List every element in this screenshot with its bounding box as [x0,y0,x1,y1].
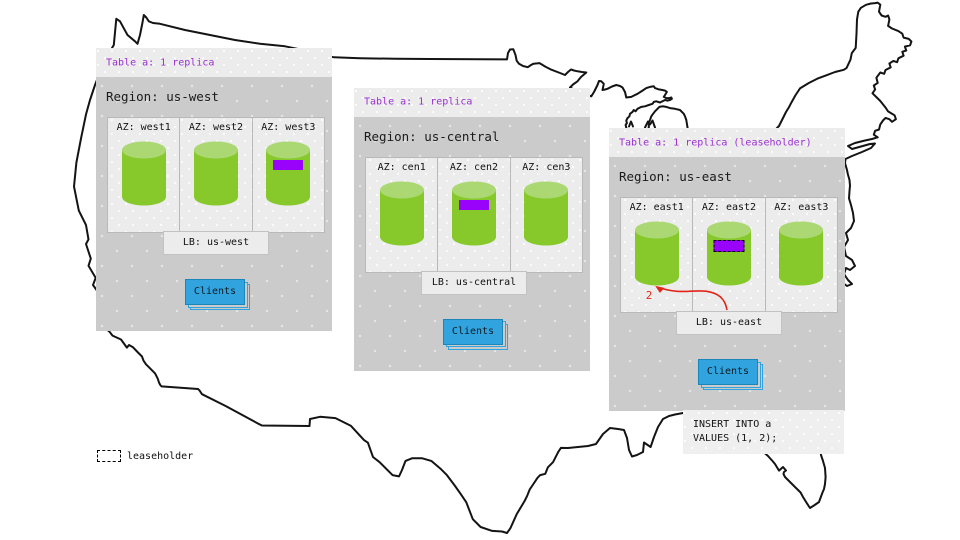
load-balancer-us-west: LB: us-west [163,231,269,255]
database-cylinder-icon [121,141,166,206]
az-label: AZ: west3 [261,122,316,133]
us-map-border-path [73,1,913,534]
region-box-us-east: Table a: 1 replica (leaseholder) Region:… [609,128,845,411]
az-row-us-west: AZ: west1 AZ: west2 AZ: west3 [107,117,325,233]
az-row-us-central: AZ: cen1 AZ: cen2 AZ: cen3 [365,156,583,273]
clients-label: Clients [185,279,245,305]
leaseholder-swatch-icon [97,450,121,462]
sql-note-box: INSERT INTO a VALUES (1, 2); [683,410,844,454]
az-col-east3: AZ: east3 [764,198,837,312]
clients-button-us-west[interactable]: Clients [185,279,250,310]
az-col-east1: AZ: east1 [621,198,692,312]
az-label: AZ: cen1 [377,161,426,173]
az-col-west2: AZ: west2 [179,118,251,232]
az-label: AZ: cen3 [522,161,571,173]
load-balancer-us-central: LB: us-central [421,270,527,295]
clients-label: Clients [443,318,503,345]
database-cylinder-icon [779,221,824,286]
az-col-cen3: AZ: cen3 [509,157,582,272]
region-header-us-east: Table a: 1 replica (leaseholder) [609,128,845,157]
az-row-us-east: AZ: east1 AZ: east2 AZ: east3 [620,197,838,313]
database-cylinder-icon [524,181,569,245]
legend-label: leaseholder [127,451,194,462]
az-label: AZ: east1 [629,202,684,213]
az-col-west1: AZ: west1 [108,118,179,232]
region-header-label: Table a: 1 replica [364,96,473,108]
sql-line-2: VALUES (1, 2); [693,433,778,444]
lake-michigan-bay-mark-2 [644,119,656,129]
database-cylinder-icon [634,221,679,286]
sql-line-1: INSERT INTO a [693,419,772,430]
az-col-cen2: AZ: cen2 [437,157,509,272]
region-header-label: Table a: 1 replica (leaseholder) [619,137,812,148]
az-label: AZ: east3 [774,202,829,213]
az-col-east2: AZ: east2 [692,198,764,312]
region-title: Region: us-west [106,89,219,104]
region-header-us-central: Table a: 1 replica [354,87,590,117]
replica-marker [273,160,304,170]
load-balancer-us-east: LB: us-east [676,311,782,335]
database-cylinder-icon [379,181,424,245]
replica-marker-leaseholder [713,240,745,252]
az-label: AZ: west1 [116,122,171,133]
region-header-label: Table a: 1 replica [106,57,215,68]
clients-label: Clients [698,359,758,385]
az-label: AZ: west2 [188,122,244,133]
clients-button-us-east[interactable]: Clients [698,359,763,390]
region-header-us-west: Table a: 1 replica [96,48,332,77]
database-cylinder-icon [193,141,238,206]
region-title: Region: us-central [364,128,500,144]
region-box-us-west: Table a: 1 replica Region: us-west AZ: w… [96,48,332,331]
region-box-us-central: Table a: 1 replica Region: us-central AZ… [354,87,590,371]
clients-button-us-central[interactable]: Clients [443,318,508,350]
az-col-west3: AZ: west3 [251,118,324,232]
replica-marker [458,199,489,210]
lake-michigan-bay-mark-1 [628,120,634,128]
az-col-cen1: AZ: cen1 [366,158,437,272]
database-cylinder-icon [266,141,311,206]
az-label: AZ: east2 [701,202,757,213]
region-title: Region: us-east [619,169,732,184]
database-cylinder-icon [706,221,751,286]
database-cylinder-icon [451,181,496,245]
az-label: AZ: cen2 [449,161,499,173]
